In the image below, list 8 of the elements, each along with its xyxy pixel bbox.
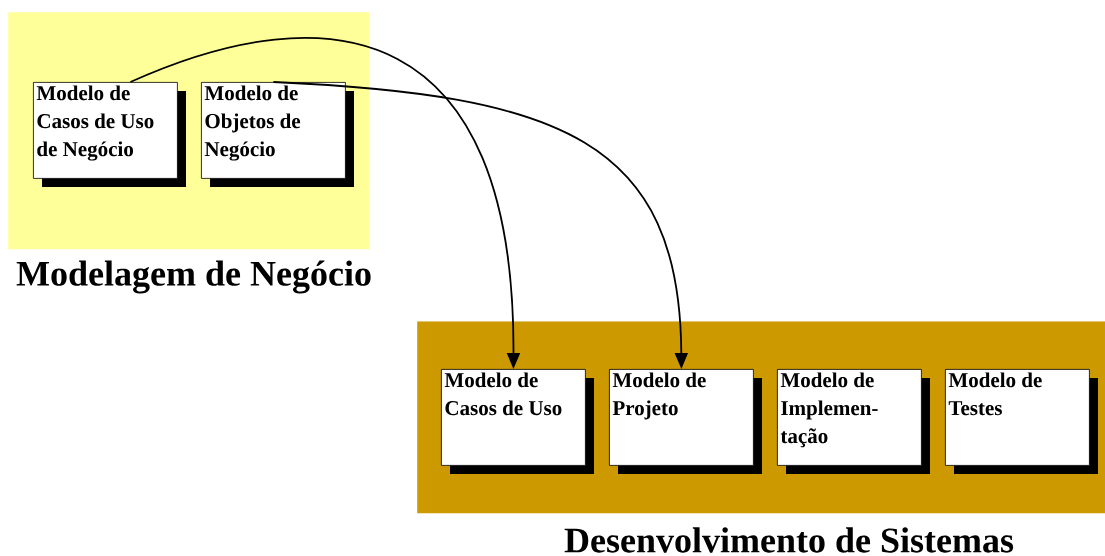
model-box: Modelo de Implemen- tação xyxy=(777,369,930,474)
band-heading: Desenvolvimento de Sistemas xyxy=(564,527,1014,553)
model-box: Modelo de Projeto xyxy=(609,369,762,474)
model-box: Modelo de Objetos de Negócio xyxy=(201,82,354,187)
model-box: Modelo de Casos de Uso de Negócio xyxy=(33,82,186,187)
model-box: Modelo de Casos de Uso xyxy=(441,369,594,474)
model-box: Modelo de Testes xyxy=(945,369,1098,474)
band-heading: Modelagem de Negócio xyxy=(16,260,371,294)
